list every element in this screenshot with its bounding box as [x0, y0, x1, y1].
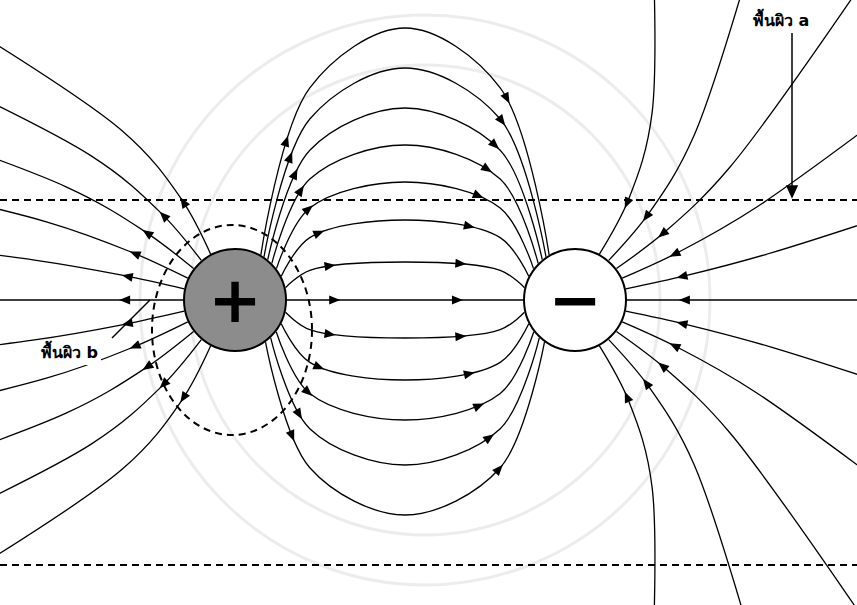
leader-lines	[112, 32, 797, 338]
arrowhead	[121, 271, 134, 282]
arrowhead	[140, 226, 154, 240]
arrowhead	[492, 462, 506, 476]
arrowhead	[329, 296, 340, 305]
field-line-path	[286, 312, 525, 338]
field-line-path	[261, 28, 549, 255]
arrowhead	[128, 340, 142, 353]
field-line	[287, 296, 523, 305]
field-line	[281, 324, 528, 380]
arrowhead	[119, 296, 130, 305]
charge-sign: −	[548, 268, 602, 332]
arrowhead	[639, 210, 653, 224]
field-line-path	[276, 182, 533, 269]
arrowhead	[286, 429, 299, 443]
watermark-seal	[140, 15, 710, 585]
arrowhead	[302, 202, 316, 216]
arrowhead	[621, 390, 634, 404]
charge-sign: +	[208, 268, 262, 332]
gaussian-surface-b	[152, 225, 312, 435]
field-line-path	[286, 262, 525, 288]
field-line-path	[272, 145, 538, 263]
field-line	[264, 68, 546, 257]
charge-circle: +	[183, 248, 287, 352]
field-line	[276, 182, 533, 269]
field-line	[261, 28, 549, 255]
arrowhead	[621, 196, 634, 210]
arrowhead	[312, 227, 326, 240]
field-line-path	[268, 108, 542, 260]
arrowhead	[639, 376, 653, 390]
arrowhead	[488, 138, 502, 152]
arrowhead	[289, 167, 302, 181]
gaussian-plane-a	[0, 199, 857, 201]
field-line-path	[266, 342, 545, 515]
arrowhead	[463, 368, 476, 379]
arrowhead	[667, 248, 681, 261]
arrowhead	[463, 221, 476, 232]
arrowhead	[655, 359, 669, 373]
arrowhead	[156, 208, 170, 222]
surface-label: พื้นผิว a	[750, 8, 812, 33]
field-line	[272, 145, 538, 263]
field-line-path	[276, 332, 534, 420]
arrowhead	[500, 92, 513, 106]
arrowhead	[655, 227, 669, 241]
arrowhead	[284, 150, 296, 163]
arrowhead	[452, 296, 463, 305]
field-line	[276, 332, 534, 420]
arrowhead	[675, 318, 688, 329]
field-line-path	[287, 299, 523, 300]
arrowhead	[156, 377, 170, 391]
arrowhead	[140, 360, 154, 374]
field-line	[286, 259, 525, 288]
arrowhead	[280, 134, 292, 147]
arrowhead	[455, 259, 467, 269]
arrowhead	[455, 331, 467, 341]
arrowhead	[480, 162, 494, 176]
field-line	[286, 312, 525, 341]
arrowhead	[472, 399, 486, 412]
arrowhead	[177, 391, 191, 405]
arrowhead	[177, 195, 191, 209]
arrowhead	[495, 114, 509, 128]
field-line-path	[271, 338, 540, 465]
arrowhead	[482, 431, 496, 445]
field-line	[271, 338, 540, 465]
arrowhead	[675, 271, 688, 282]
field-line	[266, 342, 545, 515]
arrowhead	[667, 339, 681, 352]
arrowhead	[324, 329, 336, 339]
arrowhead	[324, 260, 336, 270]
field-line	[268, 108, 542, 260]
arrowhead	[128, 247, 142, 260]
arrowhead	[292, 407, 305, 421]
charge-circle: −	[523, 248, 627, 352]
field-line-path	[281, 324, 528, 380]
arrowhead	[301, 385, 315, 399]
arrowhead	[294, 183, 308, 197]
arrowhead	[312, 361, 326, 374]
arrowhead	[679, 296, 690, 305]
arrowhead	[472, 190, 486, 203]
surface-label: พื้นผิว b	[38, 340, 101, 365]
field-line-path	[264, 68, 546, 257]
